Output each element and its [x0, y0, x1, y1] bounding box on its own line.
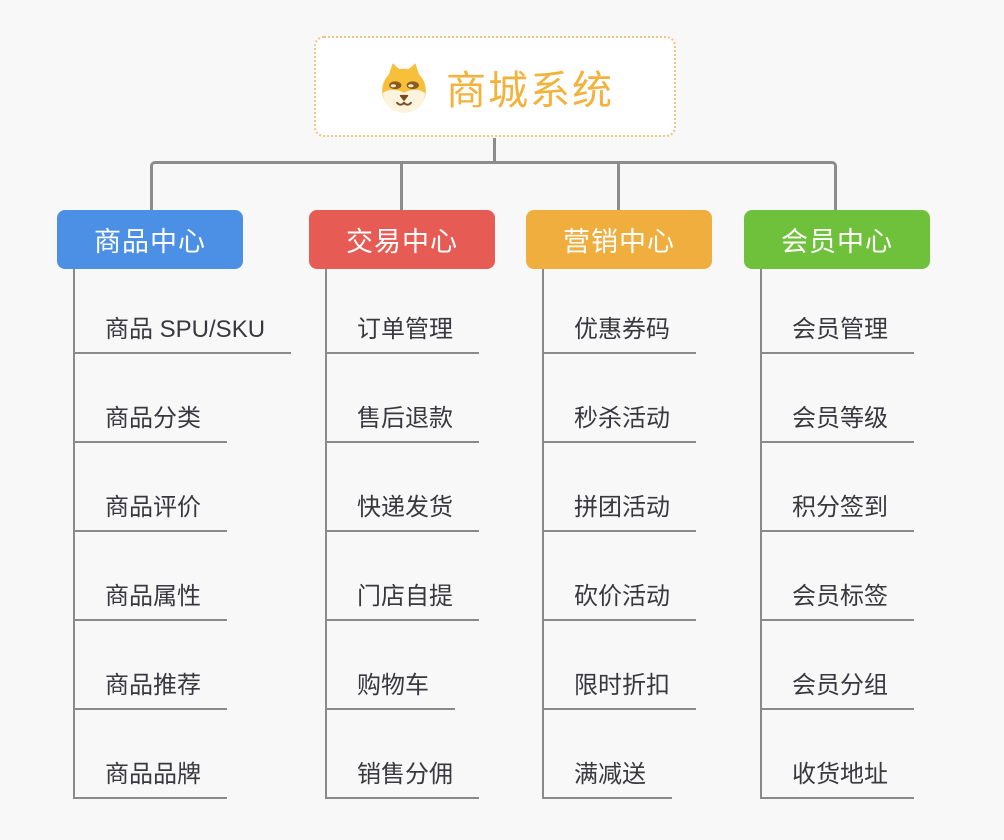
leaf-node[interactable]: 积分签到 [762, 443, 914, 532]
leaf-node[interactable]: 会员分组 [762, 621, 914, 710]
root-connector-stub [493, 138, 496, 162]
leaf-label: 积分签到 [792, 494, 888, 521]
leaf-label: 商品推荐 [105, 672, 201, 699]
leaf-label: 拼团活动 [574, 494, 670, 521]
leaf-node[interactable]: 购物车 [327, 621, 455, 710]
leaf-node[interactable]: 会员管理 [762, 269, 914, 354]
leaf-label: 砍价活动 [574, 583, 670, 610]
leaf-node[interactable]: 商品评价 [75, 443, 227, 532]
branch-column-marketing-center: 营销中心 优惠券码 秒杀活动 拼团活动 砍价活动 限时折扣 满减送 [526, 210, 712, 799]
leaf-node[interactable]: 售后退款 [327, 354, 479, 443]
leaf-node[interactable]: 商品属性 [75, 532, 227, 621]
leaf-node[interactable]: 优惠券码 [544, 269, 696, 354]
leaf-label: 会员分组 [792, 672, 888, 699]
leaf-node[interactable]: 门店自提 [327, 532, 479, 621]
leaf-label: 购物车 [357, 672, 429, 699]
item-list: 订单管理 售后退款 快递发货 门店自提 购物车 销售分佣 [325, 269, 495, 799]
leaf-label: 会员等级 [792, 405, 888, 432]
leaf-label: 会员标签 [792, 583, 888, 610]
leaf-node[interactable]: 商品推荐 [75, 621, 227, 710]
leaf-node[interactable]: 砍价活动 [544, 532, 696, 621]
root-node-mall-system[interactable]: 商城系统 [314, 36, 676, 137]
item-list: 优惠券码 秒杀活动 拼团活动 砍价活动 限时折扣 满减送 [542, 269, 712, 799]
leaf-label: 限时折扣 [574, 672, 670, 699]
leaf-label: 收货地址 [792, 761, 888, 788]
leaf-node[interactable]: 满减送 [544, 710, 672, 799]
leaf-label: 秒杀活动 [574, 405, 670, 432]
leaf-label: 售后退款 [357, 405, 453, 432]
branch-column-member-center: 会员中心 会员管理 会员等级 积分签到 会员标签 会员分组 收货地址 [744, 210, 930, 799]
item-list: 商品 SPU/SKU 商品分类 商品评价 商品属性 商品推荐 商品品牌 [73, 269, 292, 799]
branch-node-member-center[interactable]: 会员中心 [744, 210, 930, 269]
leaf-label: 满减送 [574, 761, 646, 788]
leaf-node[interactable]: 快递发货 [327, 443, 479, 532]
dog-icon [382, 62, 426, 112]
leaf-node[interactable]: 商品分类 [75, 354, 227, 443]
branch-node-marketing-center[interactable]: 营销中心 [526, 210, 712, 269]
leaf-node[interactable]: 拼团活动 [544, 443, 696, 532]
leaf-node[interactable]: 会员等级 [762, 354, 914, 443]
branch-column-trade-center: 交易中心 订单管理 售后退款 快递发货 门店自提 购物车 销售分佣 [309, 210, 495, 799]
leaf-node[interactable]: 销售分佣 [327, 710, 479, 799]
leaf-label: 商品属性 [105, 583, 201, 610]
leaf-label: 商品评价 [105, 494, 201, 521]
leaf-label: 商品品牌 [105, 761, 201, 788]
branch-node-product-center[interactable]: 商品中心 [57, 210, 243, 269]
leaf-label: 优惠券码 [574, 316, 670, 343]
leaf-label: 会员管理 [792, 316, 888, 343]
leaf-label: 快递发货 [357, 494, 453, 521]
leaf-node[interactable]: 秒杀活动 [544, 354, 696, 443]
branch-node-trade-center[interactable]: 交易中心 [309, 210, 495, 269]
root-node-label: 商城系统 [446, 68, 614, 113]
branch-drop-line [400, 162, 403, 210]
leaf-label: 销售分佣 [357, 761, 453, 788]
leaf-node[interactable]: 商品品牌 [75, 710, 227, 799]
leaf-label: 商品 SPU/SKU [105, 316, 266, 343]
item-list: 会员管理 会员等级 积分签到 会员标签 会员分组 收货地址 [760, 269, 930, 799]
leaf-node[interactable]: 商品 SPU/SKU [75, 269, 292, 354]
branch-connector-bus [150, 161, 837, 210]
leaf-label: 订单管理 [357, 316, 453, 343]
leaf-node[interactable]: 限时折扣 [544, 621, 696, 710]
leaf-node[interactable]: 订单管理 [327, 269, 479, 354]
branch-drop-line [617, 162, 620, 210]
leaf-node[interactable]: 会员标签 [762, 532, 914, 621]
leaf-label: 门店自提 [357, 583, 453, 610]
leaf-label: 商品分类 [105, 405, 201, 432]
branch-column-product-center: 商品中心 商品 SPU/SKU 商品分类 商品评价 商品属性 商品推荐 商品品牌 [57, 210, 292, 799]
leaf-node[interactable]: 收货地址 [762, 710, 914, 799]
